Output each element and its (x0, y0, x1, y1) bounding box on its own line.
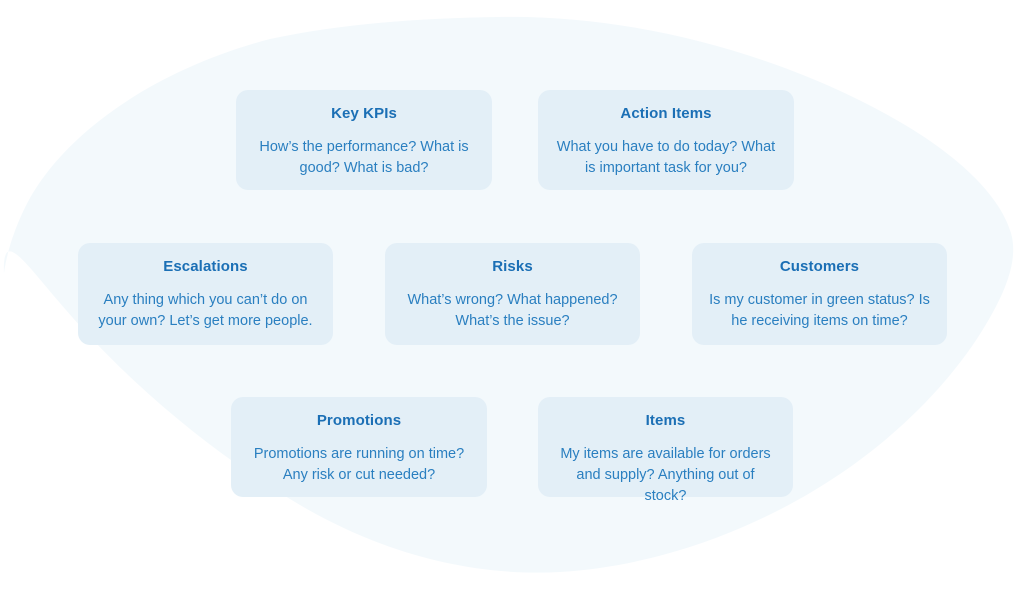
card-title: Escalations (163, 258, 248, 275)
card-body: My items are available for orders and su… (560, 446, 771, 504)
card-title: Risks (492, 258, 533, 275)
card-title: Key KPIs (331, 105, 397, 122)
card-risks[interactable]: Risks What’s wrong? What happened? What’… (385, 243, 640, 345)
card-key-kpis[interactable]: Key KPIs How’s the performance? What is … (236, 90, 492, 190)
card-customers[interactable]: Customers Is my customer in green status… (692, 243, 947, 345)
card-title: Items (645, 412, 686, 429)
card-escalations[interactable]: Escalations Any thing which you can’t do… (78, 243, 333, 345)
card-body: What you have to do today? What is impor… (556, 139, 776, 176)
card-body: Promotions are running on time? Any risk… (253, 446, 465, 483)
card-title: Customers (779, 258, 860, 275)
card-body: What’s wrong? What happened? What’s the … (407, 292, 618, 329)
card-body: How’s the performance? What is good? Wha… (259, 139, 469, 176)
card-body: Any thing which you can’t do on your own… (98, 292, 313, 329)
card-action-items[interactable]: Action Items What you have to do today? … (538, 90, 794, 190)
card-items[interactable]: Items My items are available for orders … (538, 397, 793, 504)
card-title: Promotions (316, 412, 402, 429)
card-title: Action Items (620, 105, 712, 122)
card-body: Is my customer in green status? Is he re… (709, 292, 930, 329)
card-promotions[interactable]: Promotions Promotions are running on tim… (231, 397, 487, 497)
